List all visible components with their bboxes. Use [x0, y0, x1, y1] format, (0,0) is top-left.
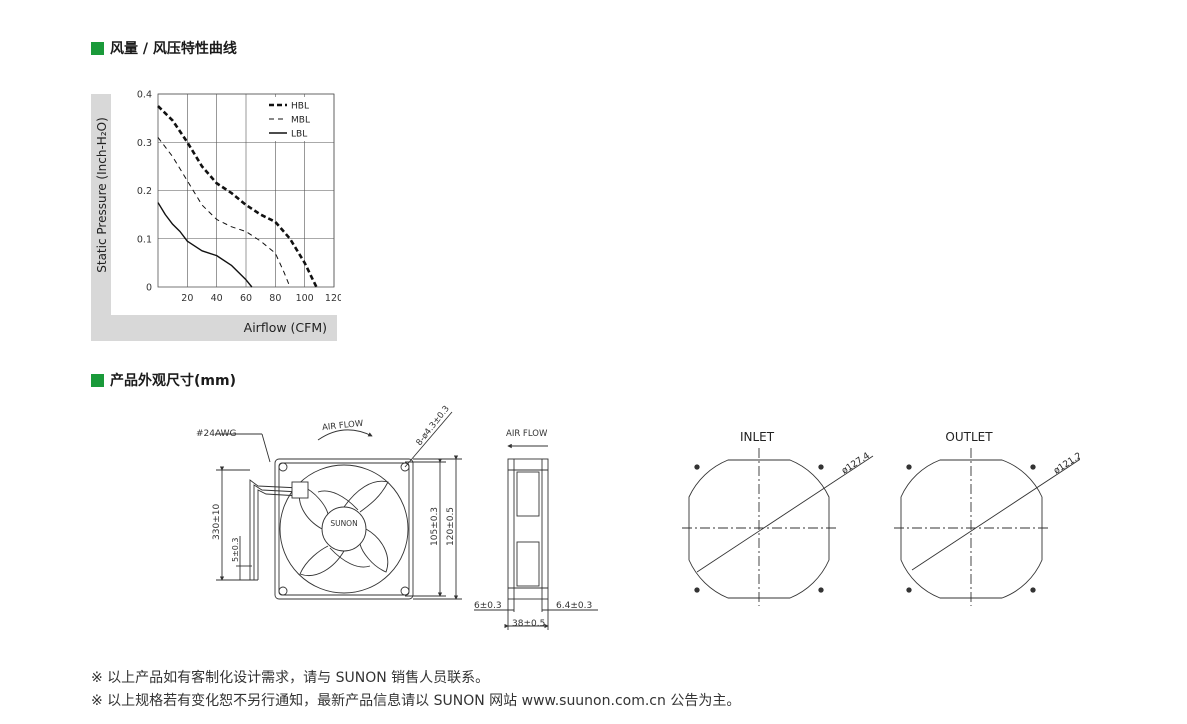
- wire-connector: [291, 481, 309, 499]
- fan-blade: [299, 545, 345, 576]
- mounting-hole: [400, 462, 410, 472]
- dim-frame-width: 120±0.5: [446, 507, 456, 546]
- y-tick-label: 0.3: [137, 138, 152, 149]
- inlet-drawing: [682, 448, 874, 606]
- inlet-diameter-leader: [696, 455, 874, 573]
- legend-label-mbl: MBL: [291, 116, 310, 126]
- x-tick-label: 120: [325, 293, 341, 304]
- mounting-hole: [400, 586, 410, 596]
- side-airflow-label: AIR FLOW: [506, 429, 548, 439]
- chart-section-heading: 风量 / 风压特性曲线: [91, 38, 237, 58]
- fan-frame: [274, 458, 414, 600]
- outlet-outline: [900, 459, 1043, 599]
- x-axis-label: Airflow (CFM): [244, 320, 327, 335]
- series-line-lbl: [157, 202, 253, 288]
- dim-hole-pitch: 105±0.3: [430, 507, 440, 546]
- fan-blade: [329, 547, 371, 568]
- note-customization: ※ 以上产品如有客制化设计需求，请与 SUNON 销售人员联系。: [91, 670, 490, 686]
- x-tick-label: 40: [211, 293, 223, 304]
- fan-blade: [343, 480, 389, 513]
- side-view-drawing: [474, 443, 598, 630]
- dimensions-heading-text: 产品外观尺寸(mm): [110, 373, 236, 389]
- x-tick-label: 80: [269, 293, 281, 304]
- y-axis-band: [91, 94, 111, 341]
- x-tick-label: 20: [181, 293, 193, 304]
- side-frame: [507, 458, 549, 600]
- x-axis-band: [91, 315, 337, 341]
- outlet-drawing: [894, 448, 1080, 606]
- legend-label-lbl: LBL: [291, 130, 307, 140]
- outlet-diameter-leader: [911, 458, 1080, 571]
- x-tick-label: 60: [240, 293, 252, 304]
- brand-label: SUNON: [330, 519, 357, 528]
- dimensions-section-heading: 产品外观尺寸(mm): [91, 370, 236, 390]
- y-tick-label: 0: [146, 283, 152, 294]
- legend-label-hbl: HBL: [291, 102, 309, 112]
- x-tick-label: 100: [296, 293, 314, 304]
- green-square-icon: [91, 41, 104, 55]
- dim-depth: 38±0.5: [512, 619, 545, 629]
- outlet-label: OUTLET: [945, 430, 993, 444]
- note-spec-change: ※ 以上规格若有变化恕不另行通知，最新产品信息请以 SUNON 网站 www.s…: [91, 693, 741, 709]
- chart-heading-text: 风量 / 风压特性曲线: [110, 41, 237, 57]
- lead-wire: [253, 484, 301, 580]
- series-line-mbl: [157, 137, 291, 288]
- lead-wire: [257, 489, 301, 580]
- inlet-diameter-label: ø127.4: [840, 451, 872, 477]
- dim-wire-strip: 5±0.3: [231, 537, 240, 562]
- fan-blade: [359, 528, 389, 573]
- dim-side-left: 6±0.3: [474, 601, 502, 611]
- series-line-hbl: [157, 105, 318, 288]
- fan-blade-ring: [279, 464, 409, 594]
- y-axis-label: Static Pressure (Inch-H₂O): [95, 117, 109, 273]
- airflow-arrow: [317, 429, 373, 441]
- mounting-hole: [278, 462, 288, 472]
- y-tick-label: 0.4: [137, 90, 152, 101]
- fan-frame-inner: [278, 462, 410, 596]
- inlet-outline: [688, 459, 830, 599]
- dim-wire-length: 330±10: [212, 504, 222, 540]
- wire-gauge-label: #24AWG: [196, 429, 237, 439]
- dim-side-right: 6.4±0.3: [556, 601, 592, 611]
- dimension-drawings: #24AWG AIR FLOW 8-ø4.3±0.3 SUNON 330±10 …: [196, 404, 1080, 630]
- y-tick-label: 0.1: [137, 234, 152, 245]
- inlet-label: INLET: [740, 430, 775, 444]
- lead-wire: [249, 479, 301, 580]
- fan-hub: [321, 506, 367, 552]
- green-square-icon: [91, 373, 104, 387]
- hole-callout-label: 8-ø4.3±0.3: [414, 404, 451, 448]
- front-view-drawing: [215, 411, 462, 600]
- fan-blade: [317, 490, 359, 511]
- mounting-hole: [278, 586, 288, 596]
- outlet-diameter-label: ø121.2: [1052, 451, 1080, 476]
- front-airflow-label: AIR FLOW: [322, 419, 365, 433]
- y-tick-label: 0.2: [137, 186, 152, 197]
